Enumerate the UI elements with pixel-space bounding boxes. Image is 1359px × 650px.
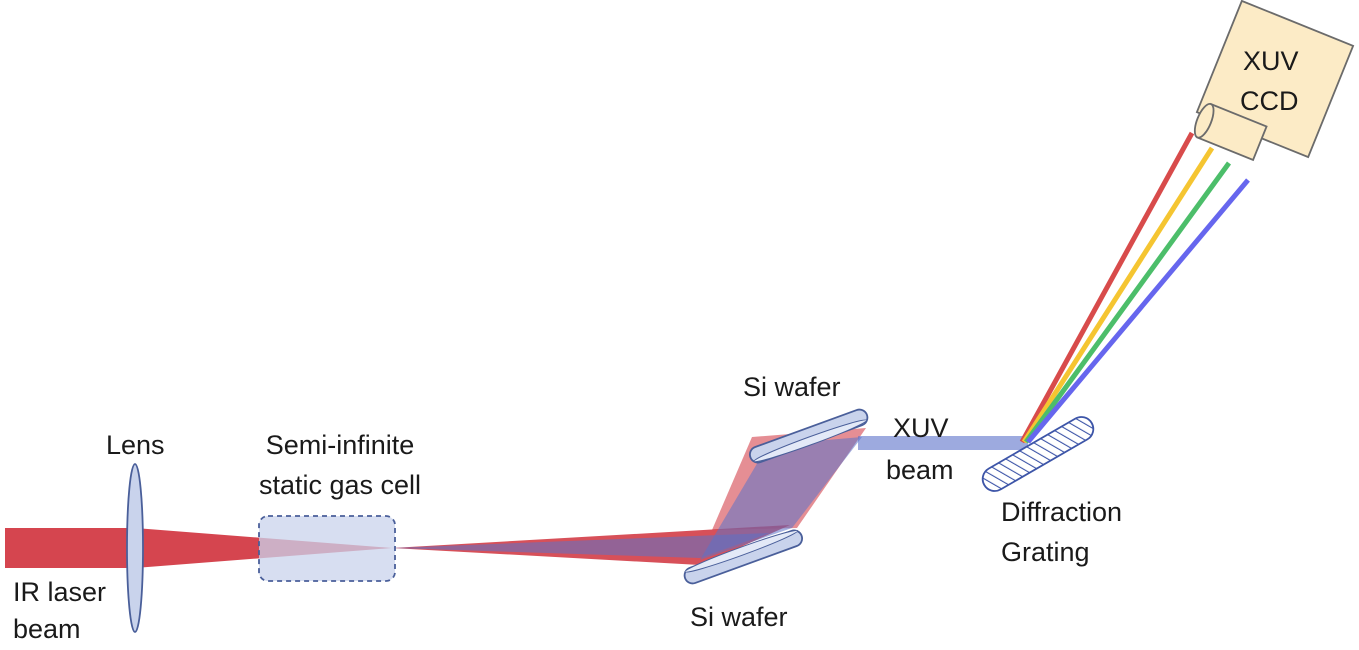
- spectrum-line-yellow: [1021, 146, 1215, 444]
- ccd-lens-barrel: [1193, 102, 1268, 162]
- xuv-beam-label-line2: beam: [886, 455, 954, 485]
- si-wafer-top: [749, 408, 869, 464]
- grating-label-line1: Diffraction: [1001, 497, 1123, 527]
- xuv-beam-label-line1: XUV: [893, 413, 949, 443]
- si-wafer-top-label: Si wafer: [743, 372, 841, 402]
- spectrum-line-green: [1023, 161, 1232, 444]
- spectrum-line-red: [1019, 131, 1195, 444]
- xuv-beam-diverging: [392, 533, 770, 558]
- si-wafer-bottom-label: Si wafer: [690, 602, 788, 632]
- ccd-label-line1: XUV: [1243, 46, 1299, 76]
- gas-cell-label-line2: static gas cell: [258, 470, 422, 500]
- ir-laser-label-line1: IR laser: [13, 577, 107, 607]
- xuv-beam-reflected: [700, 437, 862, 560]
- ir-laser-beam: [5, 528, 137, 568]
- spectrum-line-blue: [1026, 178, 1250, 444]
- gas-cell-label-line1: Semi-infinite: [265, 430, 415, 460]
- lens-label: Lens: [106, 430, 165, 460]
- diffraction-grating: [981, 416, 1095, 492]
- grating-label-line2: Grating: [1001, 537, 1090, 567]
- si-wafer-bottom: [683, 529, 803, 585]
- ccd-label-line2: CCD: [1240, 86, 1299, 116]
- gas-cell: [258, 515, 396, 582]
- xuv-beam: [858, 436, 1028, 450]
- lens: [126, 463, 144, 633]
- ir-laser-label-line2: beam: [13, 614, 81, 644]
